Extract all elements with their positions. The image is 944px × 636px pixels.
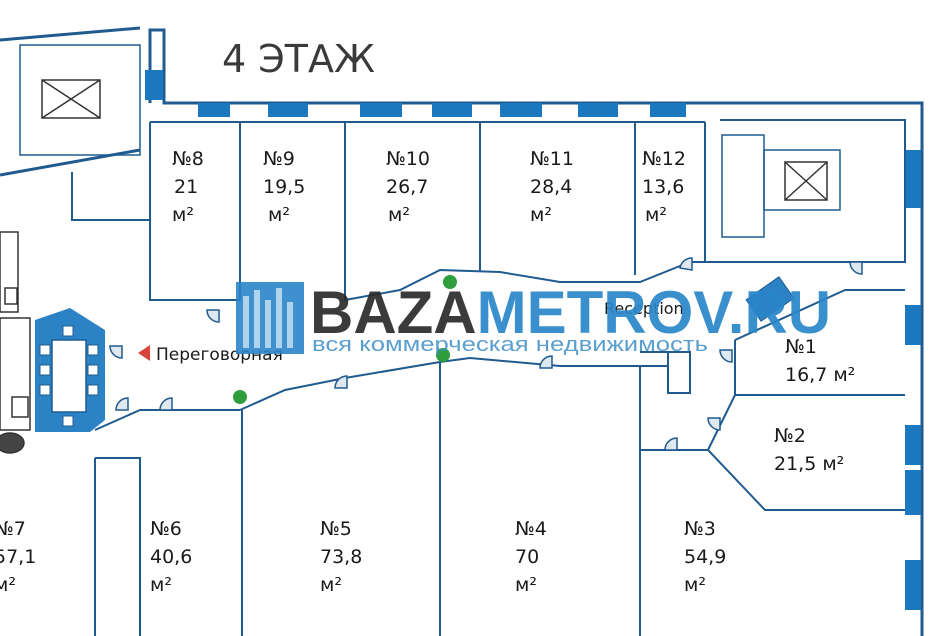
doors bbox=[109, 257, 863, 451]
unit-number: №4 bbox=[515, 518, 547, 540]
windows-right bbox=[905, 150, 921, 610]
unit-1: №1 16,7 м² bbox=[785, 336, 855, 386]
unit-4: №4 70 м² bbox=[515, 518, 547, 596]
unit-area: 19,5 bbox=[263, 176, 305, 198]
unit-area: 54,9 bbox=[684, 546, 726, 568]
unit-measure: м² bbox=[530, 204, 552, 226]
rooms-bottom-row bbox=[94, 362, 641, 636]
unit-number: №3 bbox=[684, 518, 716, 540]
unit-area: 40,6 bbox=[150, 546, 192, 568]
unit-number: №1 bbox=[785, 336, 817, 358]
unit-number: №7 bbox=[0, 518, 26, 540]
unit-measure: м² bbox=[0, 574, 16, 596]
stair-core-right bbox=[705, 119, 906, 263]
watermark-logo-icon bbox=[236, 282, 304, 354]
unit-number: №12 bbox=[642, 148, 686, 170]
unit-10: №10 26,7 м² bbox=[386, 148, 430, 226]
unit-area: 16,7 м² bbox=[785, 364, 855, 386]
reception-label: Reception bbox=[604, 299, 684, 318]
unit-area: 26,7 bbox=[386, 176, 428, 198]
unit-8: №8 21 м² bbox=[172, 148, 204, 226]
watermark-brand: BAZAMETROV.RU bbox=[310, 279, 831, 346]
watermark-brand-blue: METROV.RU bbox=[477, 279, 832, 346]
unit-11: №11 28,4 м² bbox=[530, 148, 574, 226]
unit-area: 28,4 bbox=[530, 176, 572, 198]
unit-number: №11 bbox=[530, 148, 574, 170]
unit-measure: м² bbox=[515, 574, 537, 596]
unit-3: №3 54,9 м² bbox=[684, 518, 726, 596]
unit-area: 70 bbox=[515, 546, 539, 568]
unit-12: №12 13,6 м² bbox=[642, 148, 686, 226]
unit-5: №5 73,8 м² bbox=[320, 518, 362, 596]
unit-9: №9 19,5 м² bbox=[263, 148, 305, 226]
unit-area: 73,8 bbox=[320, 546, 362, 568]
meeting-room bbox=[35, 308, 105, 432]
watermark: BAZAMETROV.RU вся коммерческая недвижимо… bbox=[236, 279, 831, 356]
outer-walls bbox=[0, 26, 924, 636]
unit-measure: м² bbox=[150, 574, 172, 596]
rooms-top-row bbox=[71, 121, 706, 301]
unit-number: №10 bbox=[386, 148, 430, 170]
unit-6: №6 40,6 м² bbox=[150, 518, 192, 596]
unit-measure: м² bbox=[172, 204, 194, 226]
watermark-tagline: вся коммерческая недвижимость bbox=[312, 334, 708, 356]
unit-area: 21,5 м² bbox=[774, 453, 844, 475]
unit-7: №7 57,1 м² bbox=[0, 518, 36, 596]
plant-icons bbox=[233, 275, 457, 404]
unit-area: 13,6 bbox=[642, 176, 684, 198]
stair-core-left bbox=[19, 44, 141, 156]
unit-measure: м² bbox=[320, 574, 342, 596]
unit-measure: м² bbox=[684, 574, 706, 596]
unit-number: №8 bbox=[172, 148, 204, 170]
windows-top bbox=[145, 70, 686, 117]
unit-number: №9 bbox=[263, 148, 295, 170]
unit-area: 21 bbox=[174, 176, 198, 198]
unit-area: 57,1 bbox=[0, 546, 36, 568]
washroom-left bbox=[0, 231, 31, 454]
unit-measure: м² bbox=[388, 204, 410, 226]
sofa bbox=[745, 276, 795, 322]
unit-2: №2 21,5 м² bbox=[774, 425, 844, 475]
unit-measure: м² bbox=[268, 204, 290, 226]
watermark-brand-dark: BAZA bbox=[310, 279, 477, 346]
floor-title: 4 ЭТАЖ bbox=[222, 37, 375, 81]
unit-number: №2 bbox=[774, 425, 806, 447]
unit-number: №5 bbox=[320, 518, 352, 540]
rooms-right bbox=[706, 289, 905, 511]
unit-measure: м² bbox=[645, 204, 667, 226]
meeting-marker-icon bbox=[138, 345, 150, 361]
unit-number: №6 bbox=[150, 518, 182, 540]
